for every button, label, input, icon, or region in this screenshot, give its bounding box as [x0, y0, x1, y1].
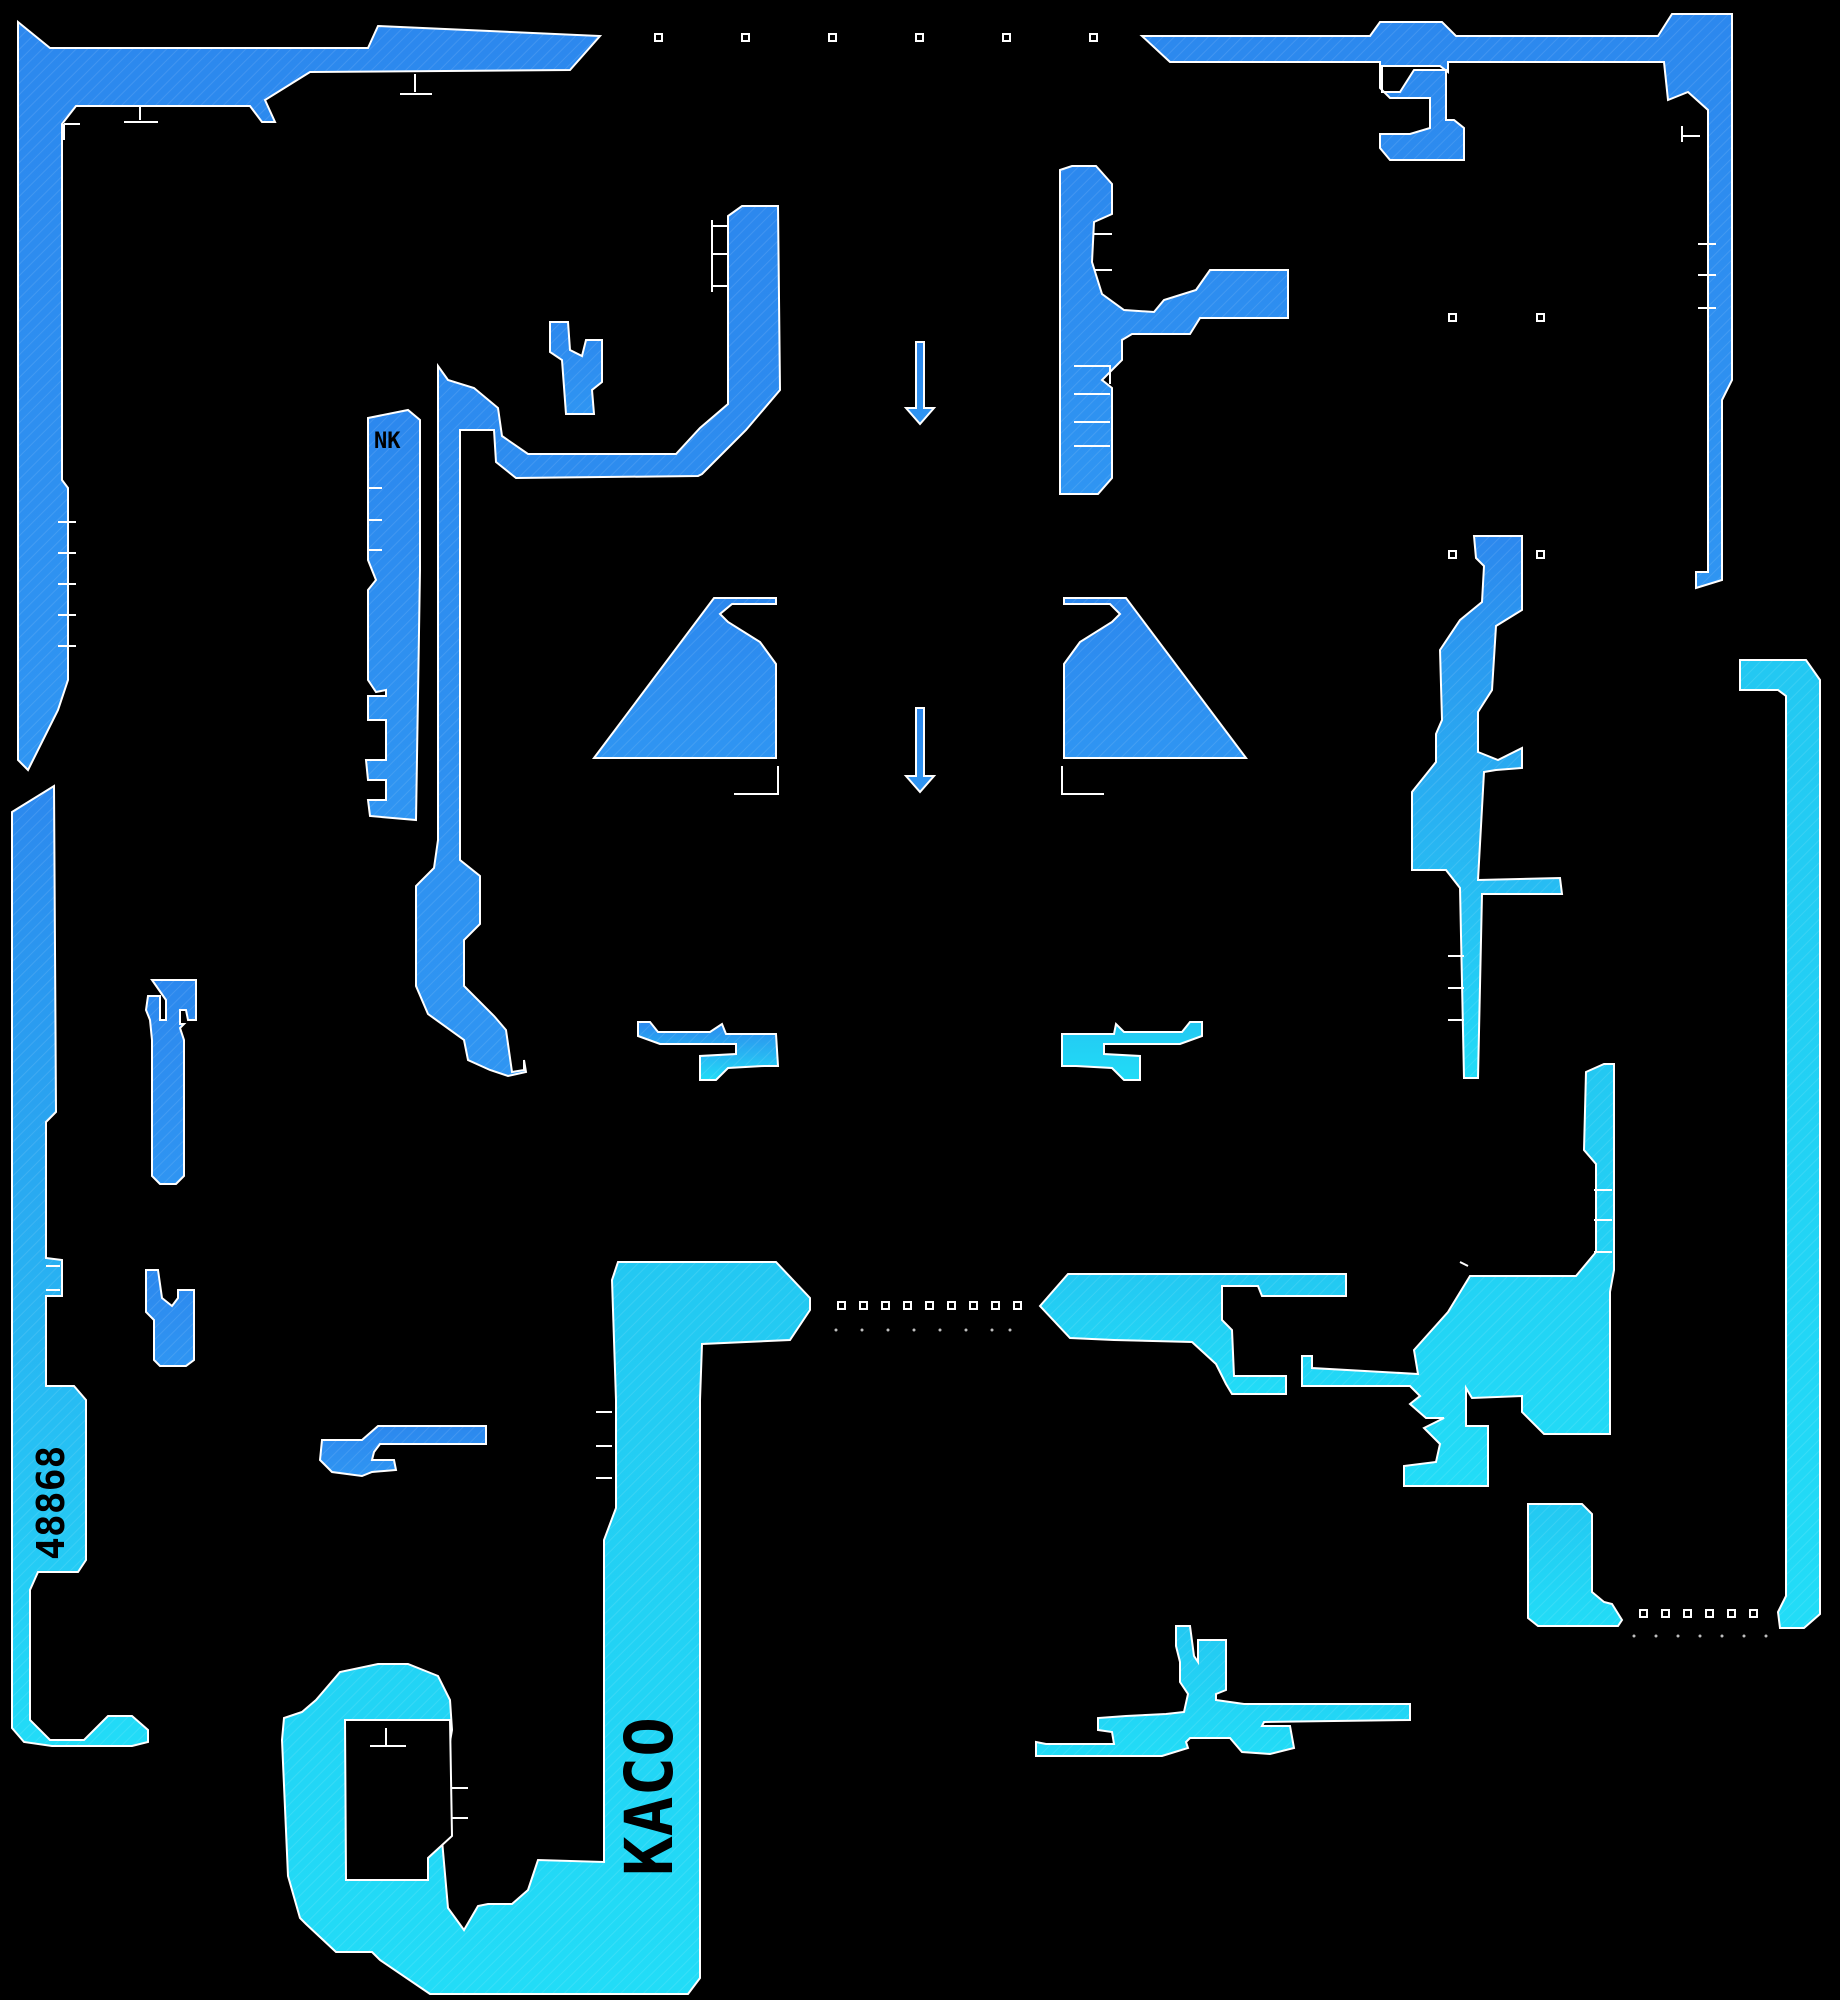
wall-nk: NK: [364, 408, 421, 822]
wall-bottom-kaco: KACO: [280, 1261, 811, 1995]
nk-label: NK: [374, 429, 401, 454]
triangle-wall-right: [1061, 597, 1248, 795]
wall-ticks-bottom-right-arena: [1459, 1189, 1612, 1267]
wall-ticks-top-right: [1681, 126, 1716, 309]
arrow-wall-left-lower: [318, 1425, 487, 1478]
node-row-bridge: [837, 1301, 1022, 1310]
wall-ticks-nk: [368, 487, 382, 551]
dot-row-bottom-right: [1632, 1634, 1768, 1638]
post-left-lower: [145, 1269, 195, 1367]
wall-ticks-upper-center-right: [1074, 233, 1112, 447]
node-pair-right-middle: [1448, 550, 1545, 559]
piece-center-right-low: [1061, 1021, 1203, 1081]
wall-ticks-bottom-kaco: [370, 1411, 612, 1819]
arrow-down-lower: [903, 707, 937, 794]
node-row-top: [654, 33, 1098, 42]
code-label: 48868: [29, 1446, 73, 1560]
triangle-wall-left: [592, 597, 779, 795]
wall-ticks-center-left: [711, 220, 728, 292]
arrow-down-upper: [903, 341, 937, 426]
post-left-upper: [144, 979, 197, 1185]
piece-center-left-low: [637, 1021, 780, 1081]
hook-upper-center-left: [549, 321, 603, 415]
wall-ticks-right-middle: [1448, 955, 1464, 1021]
wall-ticks-left-side: [46, 1265, 60, 1291]
node-row-bottom-right: [1639, 1609, 1758, 1618]
wall-right-middle: [1411, 535, 1564, 1079]
node-pair-upper-right: [1448, 313, 1545, 322]
wall-top-left-corner: [17, 19, 603, 772]
wall-bottom-center-right: [1035, 1625, 1411, 1757]
wall-right-long: [1527, 659, 1821, 1629]
wall-left-side: 48868: [11, 784, 149, 1747]
wall-ticks-top-left: [58, 74, 432, 647]
brand-label: KACO: [611, 1717, 688, 1876]
dot-row-bridge: [834, 1328, 1012, 1332]
wall-upper-center-right: [1059, 165, 1289, 495]
wall-bottom-right-arena: [1038, 1063, 1615, 1487]
